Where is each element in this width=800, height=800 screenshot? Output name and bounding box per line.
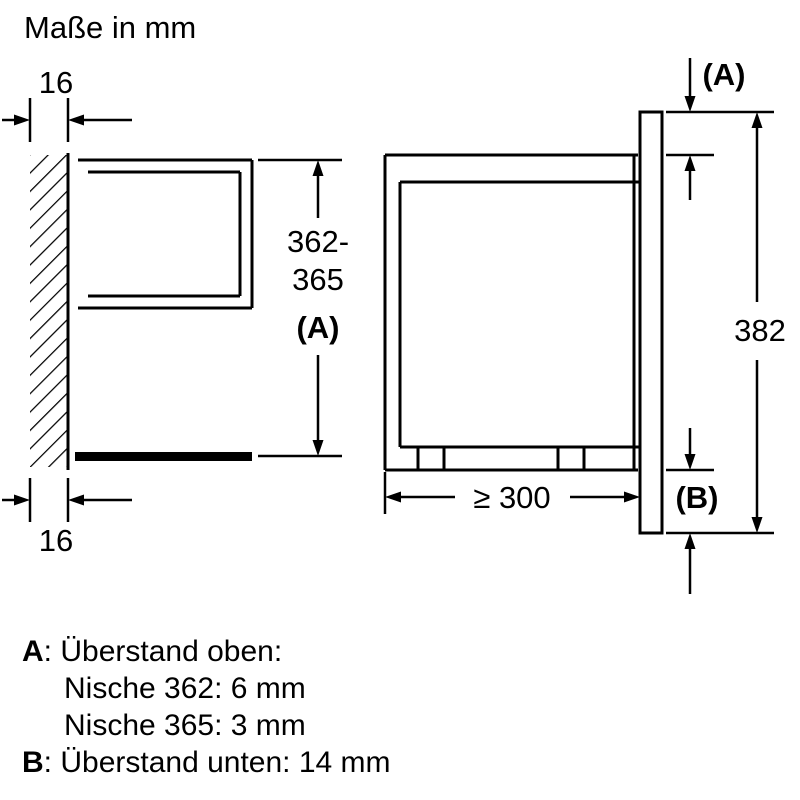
dim-overhang-bottom: (B) [675, 428, 719, 594]
right-section-view: (A) 382 ≥ 300 (B) [383, 57, 786, 594]
dim-wall-thickness-bottom: 16 [2, 478, 132, 558]
dim-wall-thickness-top: 16 [2, 65, 132, 142]
dim-niche-height-label-2: 365 [292, 262, 344, 297]
dim-appliance-height: 382 [734, 112, 786, 533]
dim-niche-height-label-1: 362- [287, 224, 349, 259]
dim-niche-height: 362- 365 (A) [258, 158, 349, 458]
legend-key-b: B [22, 746, 44, 779]
page-title: Maße in mm [24, 10, 197, 45]
legend-text-a: : Überstand oben: [43, 635, 283, 668]
dim-min-300-label: ≥ 300 [473, 480, 550, 515]
wall-hatch [30, 155, 68, 467]
niche-floor [75, 452, 252, 461]
appliance-foot-right [556, 445, 586, 472]
legend-detail-a1: Nische 362: 6 mm [64, 672, 306, 705]
left-section-view: 16 16 3 [2, 65, 349, 558]
ref-a-label-left: (A) [296, 310, 339, 345]
cabinet-outline-right [383, 153, 640, 472]
legend-detail-a2: Nische 365: 3 mm [64, 709, 306, 742]
ref-b-label-right: (B) [675, 480, 718, 515]
dim-16-top-label: 16 [39, 65, 73, 100]
dim-16-bottom-label: 16 [39, 523, 73, 558]
legend-item-a: A: Überstand oben: [22, 633, 391, 670]
legend: A: Überstand oben: Nische 362: 6 mm Nisc… [22, 633, 391, 781]
dim-overhang-top: (A) [684, 57, 746, 200]
legend-item-b: B: Überstand unten: 14 mm [22, 744, 391, 781]
door-panel [638, 110, 664, 535]
dim-382-label: 382 [734, 313, 786, 348]
dim-min-depth: ≥ 300 [383, 472, 640, 515]
cabinet-outline-left [75, 158, 254, 461]
ref-a-label-right: (A) [702, 57, 745, 92]
appliance-foot-left [416, 445, 446, 472]
legend-text-b: : Überstand unten: 14 mm [43, 746, 391, 779]
legend-key-a: A [22, 635, 44, 668]
